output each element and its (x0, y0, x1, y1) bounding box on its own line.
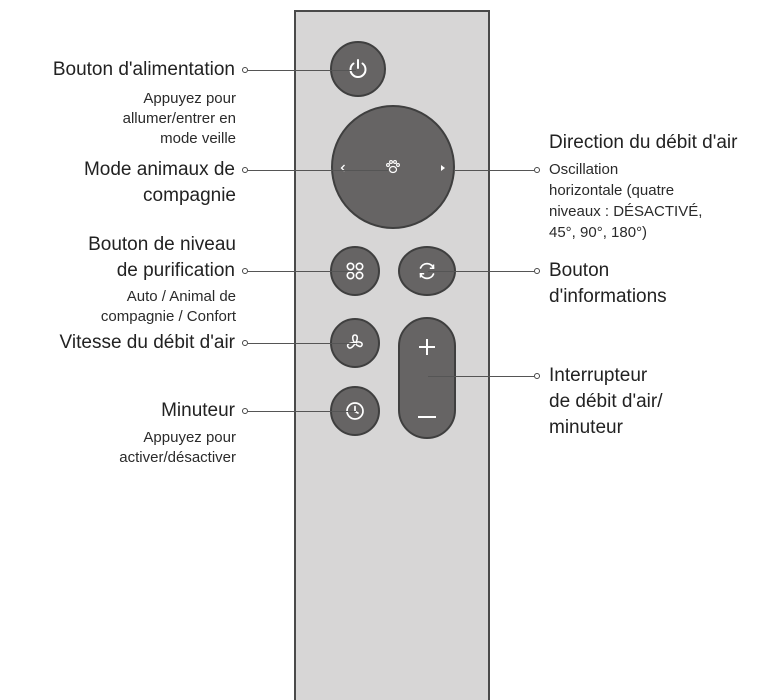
timer-desc-2: activer/désactiver (119, 449, 236, 466)
circular-arrows-icon (419, 262, 435, 280)
direction-desc-1: Oscillation (549, 161, 619, 178)
power-icon (349, 59, 367, 78)
power-button-desc-2: allumer/entrer en (122, 110, 236, 127)
callout-line-power (248, 70, 356, 71)
fan-speed-label: Vitesse du débit d'air (59, 332, 235, 353)
power-button[interactable] (330, 41, 386, 97)
callout-dot-info (534, 268, 540, 274)
callout-dot-power (242, 67, 248, 73)
purification-desc-1: Auto / Animal de (126, 288, 236, 305)
callout-line-switch (428, 376, 534, 377)
direction-desc-4: 45°, 90°, 180°) (549, 224, 648, 241)
switch-label-2: de débit d'air/ (549, 391, 663, 412)
callout-dot-fan-speed (242, 340, 248, 346)
purification-label-1: Bouton de niveau (88, 234, 236, 255)
airflow-timer-switch[interactable] (398, 317, 456, 439)
callout-line-info (428, 271, 534, 272)
info-label-2: d'informations (549, 286, 667, 307)
callout-line-purification (248, 271, 356, 272)
switch-label-1: Interrupteur (549, 365, 648, 386)
plus-icon[interactable] (417, 337, 437, 357)
callout-dot-switch (534, 373, 540, 379)
direction-desc-3: niveaux : DÉSACTIVÉ, (549, 203, 703, 220)
purification-label-2: de purification (116, 260, 235, 281)
purification-desc-2: compagnie / Confort (100, 308, 236, 325)
fan-icon (346, 334, 363, 349)
direction-label: Direction du débit d'air (549, 132, 738, 153)
callout-line-fan-speed (248, 343, 356, 344)
callout-line-timer (248, 411, 356, 412)
arrow-right-icon[interactable] (440, 164, 446, 172)
direction-dpad-button[interactable] (331, 105, 455, 229)
callout-line-direction (455, 170, 534, 171)
callout-dot-direction (534, 167, 540, 173)
paw-icon (386, 160, 400, 174)
callout-dot-purification (242, 268, 248, 274)
timer-desc-1: Appuyez pour (143, 429, 236, 446)
switch-label-3: minuteur (549, 417, 623, 438)
four-circles-icon (346, 262, 364, 280)
pet-mode-label-1: Mode animaux de (83, 159, 235, 180)
callout-dot-timer (242, 408, 248, 414)
callout-line-pet-mode (248, 170, 388, 171)
power-button-label: Bouton d'alimentation (52, 59, 235, 80)
pet-mode-label-2: compagnie (143, 185, 236, 206)
callout-dot-pet-mode (242, 167, 248, 173)
power-button-desc-3: mode veille (160, 130, 236, 147)
info-label-1: Bouton (549, 260, 610, 281)
timer-label: Minuteur (161, 400, 235, 421)
power-button-desc-1: Appuyez pour (143, 90, 236, 107)
direction-desc-2: horizontale (quatre (549, 182, 675, 199)
minus-icon[interactable] (417, 415, 437, 419)
